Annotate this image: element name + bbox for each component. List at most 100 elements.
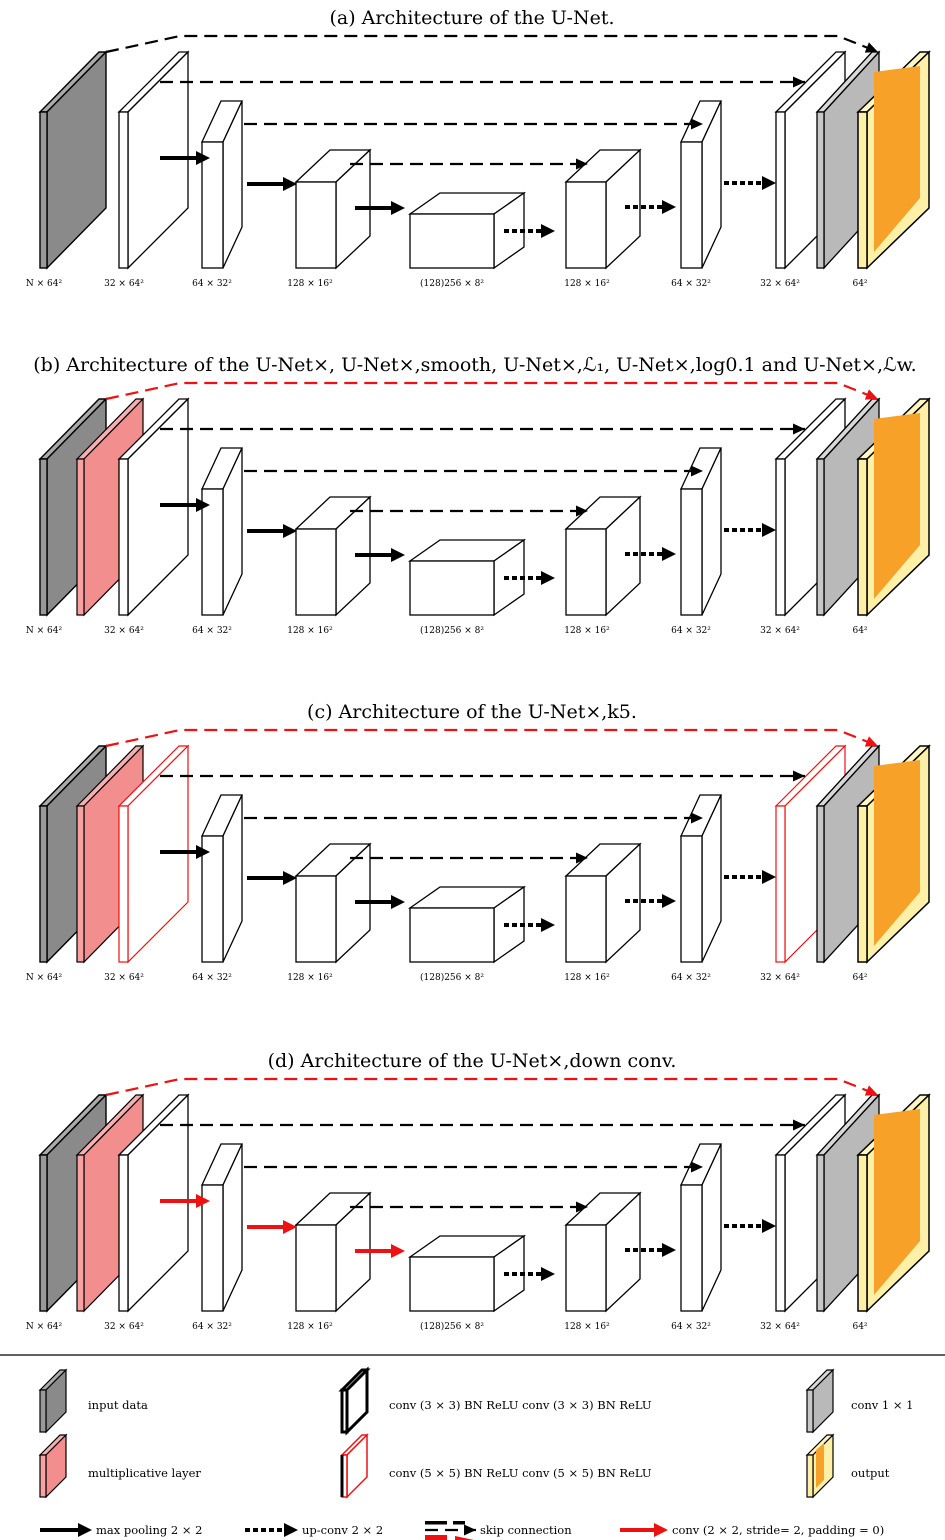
- skip-connection-64: [244, 812, 703, 824]
- dim-label: 128 × 16²: [287, 973, 333, 983]
- pool-arrow-3: [355, 548, 405, 562]
- panel-title: (d) Architecture of the U-Net×,down conv…: [268, 1050, 677, 1072]
- legend-label-conv1x1: conv 1 × 1: [851, 1398, 914, 1412]
- skip-connection-32: [160, 423, 805, 435]
- panel-b: (b) Architecture of the U-Net×, U-Net×,s…: [26, 354, 931, 636]
- pool-arrow-1: [160, 1194, 210, 1208]
- legend-conv1x1-icon: [805, 1368, 835, 1434]
- upconv-arrow-3: [724, 176, 776, 190]
- legend-label-multiplicative-layer: multiplicative layer: [88, 1466, 201, 1480]
- skip-connection-input: [105, 381, 879, 401]
- skip-connection-64: [244, 118, 703, 130]
- legend-maxpool-arrow: [40, 1523, 92, 1537]
- skip-connection-128: [350, 852, 588, 864]
- legend-conv3-icon: [338, 1366, 371, 1436]
- legend-label-conv5: conv (5 × 5) BN ReLU conv (5 × 5) BN ReL…: [389, 1466, 652, 1480]
- pool-arrow-2: [247, 177, 297, 191]
- legend-input-icon: [38, 1368, 68, 1434]
- dim-label: 64²: [852, 973, 867, 983]
- legend-conv5-icon: [340, 1433, 369, 1499]
- dim-label: 64²: [852, 279, 867, 289]
- legend-label-max-pooling: max pooling 2 × 2: [96, 1523, 202, 1537]
- dim-label: 32 × 64²: [104, 1322, 144, 1332]
- pool-arrow-1: [160, 151, 210, 165]
- dim-label: 64²: [852, 1322, 867, 1332]
- upconv-arrow-1: [504, 918, 555, 932]
- skip-connection-64: [244, 465, 703, 477]
- dim-label: 32 × 64²: [104, 279, 144, 289]
- dim-label: 128 × 16²: [287, 626, 333, 636]
- dim-label: 32 × 64²: [760, 1322, 800, 1332]
- conv-block-64-up: [679, 447, 723, 616]
- conv-block-128-up: [564, 495, 642, 617]
- conv-block-bottleneck: [407, 1234, 527, 1313]
- upconv-arrow-3: [724, 523, 776, 537]
- upconv-arrow-1: [504, 224, 555, 238]
- dim-label: 32 × 64²: [760, 973, 800, 983]
- upconv-arrow-2: [625, 200, 676, 214]
- dim-label: 64 × 32²: [192, 1322, 232, 1332]
- dim-label: (128)256 × 8²: [420, 625, 484, 636]
- conv-block-64-down: [200, 447, 244, 616]
- dim-label: 128 × 16²: [287, 1322, 333, 1332]
- panel-d: (d) Architecture of the U-Net×,down conv…: [26, 1050, 931, 1332]
- pool-arrow-3: [355, 1244, 405, 1258]
- output-layer: [856, 50, 931, 270]
- conv-block-128-down: [294, 1191, 372, 1313]
- dim-label: 64 × 32²: [192, 626, 232, 636]
- upconv-arrow-3: [724, 1219, 776, 1233]
- dim-label: 64 × 32²: [192, 973, 232, 983]
- upconv-arrow-1: [504, 1267, 555, 1281]
- skip-connection-32: [160, 770, 805, 782]
- dim-label: N × 64²: [26, 626, 63, 636]
- legend-conv-stride-arrow: [620, 1523, 668, 1537]
- legend-label-skip-connection: skip connection: [480, 1523, 572, 1537]
- conv-block-128-down: [294, 495, 372, 617]
- dim-label: N × 64²: [26, 1322, 63, 1332]
- legend-skip-arrow-red: [425, 1535, 447, 1540]
- conv-block-128-down: [294, 842, 372, 964]
- skip-connection-input: [105, 1077, 879, 1097]
- conv-block-64-up: [679, 100, 723, 269]
- dim-label: 128 × 16²: [287, 279, 333, 289]
- panels: (a) Architecture of the U-Net. N × 64² 32 …: [26, 7, 931, 1332]
- panel-title: (a) Architecture of the U-Net.: [329, 7, 614, 29]
- legend-upconv-arrow: [245, 1523, 298, 1537]
- skip-connection-128: [350, 1201, 588, 1213]
- dim-label: (128)256 × 8²: [420, 278, 484, 289]
- conv-block-bottleneck: [407, 538, 527, 617]
- dim-label: 128 × 16²: [564, 1322, 610, 1332]
- conv-block-32-down: [117, 744, 190, 964]
- dim-label: N × 64²: [26, 279, 63, 289]
- conv-block-64-down: [200, 794, 244, 963]
- input-data-layer: [38, 50, 108, 270]
- panel-a: (a) Architecture of the U-Net. N × 64² 32 …: [26, 7, 931, 289]
- conv-block-32-down: [117, 1093, 190, 1313]
- dim-label: 128 × 16²: [564, 279, 610, 289]
- conv-block-64-up: [679, 794, 723, 963]
- dim-label: 128 × 16²: [564, 626, 610, 636]
- conv-block-32-down: [117, 397, 190, 617]
- pool-arrow-1: [160, 845, 210, 859]
- dim-label: 64 × 32²: [671, 279, 711, 289]
- upconv-arrow-1: [504, 571, 555, 585]
- panel-title: (c) Architecture of the U-Net×,k5.: [307, 701, 637, 723]
- dim-label: 64 × 32²: [671, 1322, 711, 1332]
- legend-mult-icon: [38, 1433, 68, 1499]
- upconv-arrow-2: [625, 894, 676, 908]
- pool-arrow-3: [355, 895, 405, 909]
- dim-label: 32 × 64²: [760, 279, 800, 289]
- skip-connection-32: [160, 76, 805, 88]
- conv-block-32-down: [117, 50, 190, 270]
- output-layer: [856, 744, 931, 964]
- legend-label-up-conv: up-conv 2 × 2: [302, 1523, 383, 1537]
- conv-block-64-up: [679, 1143, 723, 1312]
- pool-arrow-3: [355, 201, 405, 215]
- dim-label: (128)256 × 8²: [420, 1321, 484, 1332]
- dim-label: 32 × 64²: [760, 626, 800, 636]
- conv-block-128-up: [564, 148, 642, 270]
- skip-connection-32: [160, 1119, 805, 1131]
- skip-connection-64: [244, 1161, 703, 1173]
